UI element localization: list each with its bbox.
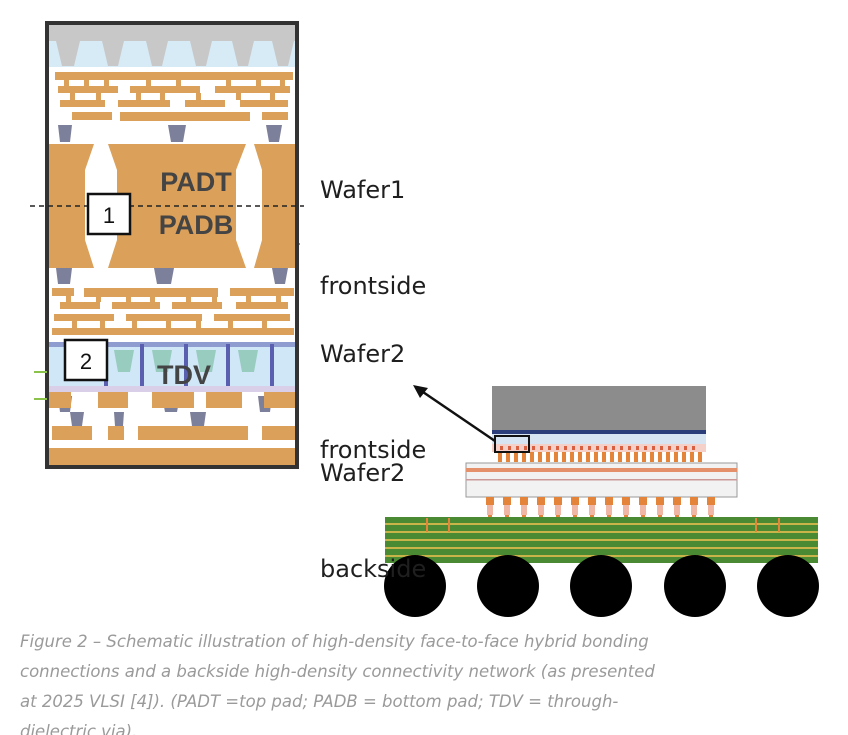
callout-1-number: 1: [103, 203, 115, 228]
wafer1-small-vias: [64, 80, 285, 100]
package-substrate: [385, 517, 818, 563]
callout-box-2: 2: [63, 338, 109, 382]
package-illustration: [384, 386, 819, 617]
wafer2-tungsten-vias: [56, 268, 288, 284]
wafer2-backside-metal: [47, 392, 297, 467]
wafer2-backside-label: Wafer2 backside: [320, 393, 426, 617]
pointer-arrow: [413, 385, 496, 443]
label-line-2: frontside: [320, 436, 427, 464]
tdv-label: TDV: [157, 360, 211, 390]
highlight-box: [494, 435, 530, 453]
wafer1-frontside-label: Wafer1 frontside: [320, 110, 426, 334]
wafer2-beol-lines: [52, 288, 294, 335]
hybrid-bonding-schematic: PADT PADB TDV 1 2: [30, 21, 819, 617]
label-line-1: Wafer2: [320, 340, 406, 368]
caption-area: Figure 2 – Schematic illustration of hig…: [0, 620, 848, 735]
figure-caption: Figure 2 – Schematic illustration of hig…: [20, 632, 655, 735]
micro-bumps: [498, 452, 702, 462]
label-line-1: Wafer1: [320, 176, 406, 204]
callout-2-number: 2: [80, 349, 92, 374]
padb-label: PADB: [159, 210, 234, 240]
wafer1-beol-lines: [55, 72, 293, 121]
cross-section-inset: [47, 23, 297, 467]
label-line-2: frontside: [320, 272, 427, 300]
wafer2-frontside-label: Wafer2 frontside: [320, 274, 426, 498]
label-line-1: Wafer2: [320, 459, 406, 487]
c4-bumps: [486, 497, 715, 518]
padt-label: PADT: [160, 167, 232, 197]
label-line-2: backside: [320, 555, 427, 583]
solder-balls: [384, 555, 819, 617]
callout-box-1: 1: [86, 192, 132, 236]
top-die: [492, 386, 706, 432]
inset-frame: [45, 21, 299, 469]
wafer1-tungsten-vias: [58, 125, 282, 142]
top-gray-layer: [47, 23, 297, 67]
wafer2-small-vias: [66, 296, 281, 328]
